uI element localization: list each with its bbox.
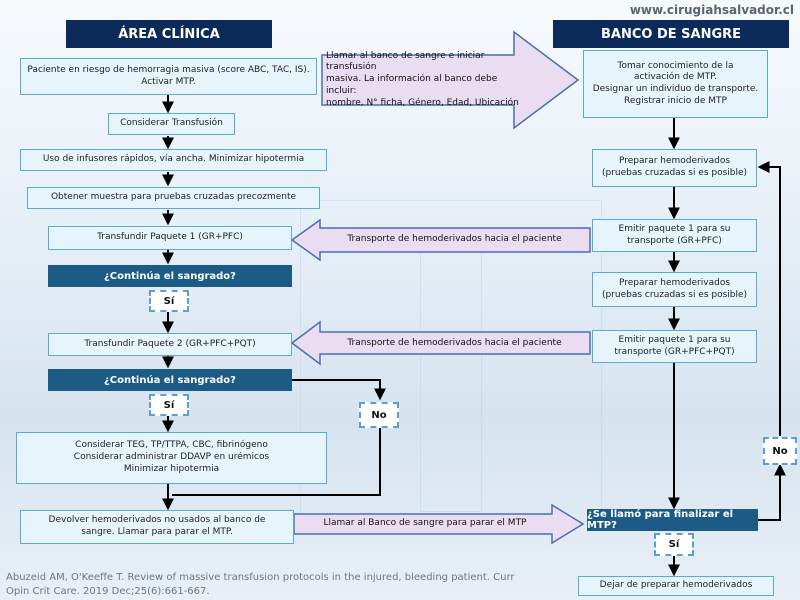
yes-tag-2: Sí	[149, 394, 189, 416]
crossmatch-sample-box: Obtener muestra para pruebas cruzadas pr…	[27, 187, 320, 209]
consider-transfusion-box: Considerar Transfusión	[108, 113, 235, 135]
no-tag-bank: No	[763, 437, 797, 465]
finalize-question: ¿Se llamó para finalizar el MTP?	[587, 509, 758, 531]
yes-tag-1: Sí	[149, 290, 189, 312]
call-stop-arrow	[293, 503, 585, 545]
patient-risk-box: Paciente en riesgo de hemorragia masiva …	[20, 58, 317, 95]
yes-tag-bank: Sí	[654, 533, 694, 556]
rapid-infusers-box: Uso de infusores rápidos, vía ancha. Min…	[20, 149, 327, 171]
transport1-arrow	[290, 218, 591, 262]
call-bank-arrow	[321, 30, 580, 130]
call-stop-label: Llamar al Banco de sangre para parar el …	[323, 518, 527, 529]
citation: Abuzeid AM, O'Keeffe T. Review of massiv…	[6, 572, 515, 597]
transport2-label: Transporte de hemoderivados hacia el pac…	[347, 338, 562, 349]
return-products-box: Devolver hemoderivados no usados al banc…	[20, 510, 294, 544]
prepare-products-box-1: Preparar hemoderivados(pruebas cruzadas …	[592, 149, 757, 187]
no-tag-clinical: No	[359, 402, 399, 428]
header-blood-bank: BANCO DE SANGRE	[553, 20, 789, 48]
header-clinical: ÁREA CLÍNICA	[66, 20, 272, 48]
transport2-arrow	[290, 320, 591, 366]
website-url: www.cirugiahsalvador.cl	[629, 3, 794, 17]
transfuse-pkg1-box: Transfundir Paquete 1 (GR+PFC)	[48, 226, 292, 250]
prepare-products-box-2: Preparar hemoderivados(pruebas cruzadas …	[592, 272, 757, 307]
call-bank-label: Llamar al banco de sangre e iniciar tran…	[326, 50, 519, 108]
bleeding-question-2: ¿Continúa el sangrado?	[48, 369, 292, 391]
transfuse-pkg2-box: Transfundir Paquete 2 (GR+PFC+PQT)	[48, 333, 292, 356]
bleeding-question-1: ¿Continúa el sangrado?	[48, 265, 292, 287]
stop-preparing-box: Dejar de preparar hemoderivados	[578, 576, 774, 596]
consider-teg-box: Considerar TEG, TP/TTPA, CBC, fibrinógen…	[16, 432, 327, 484]
transport1-label: Transporte de hemoderivados hacia el pac…	[347, 234, 562, 245]
